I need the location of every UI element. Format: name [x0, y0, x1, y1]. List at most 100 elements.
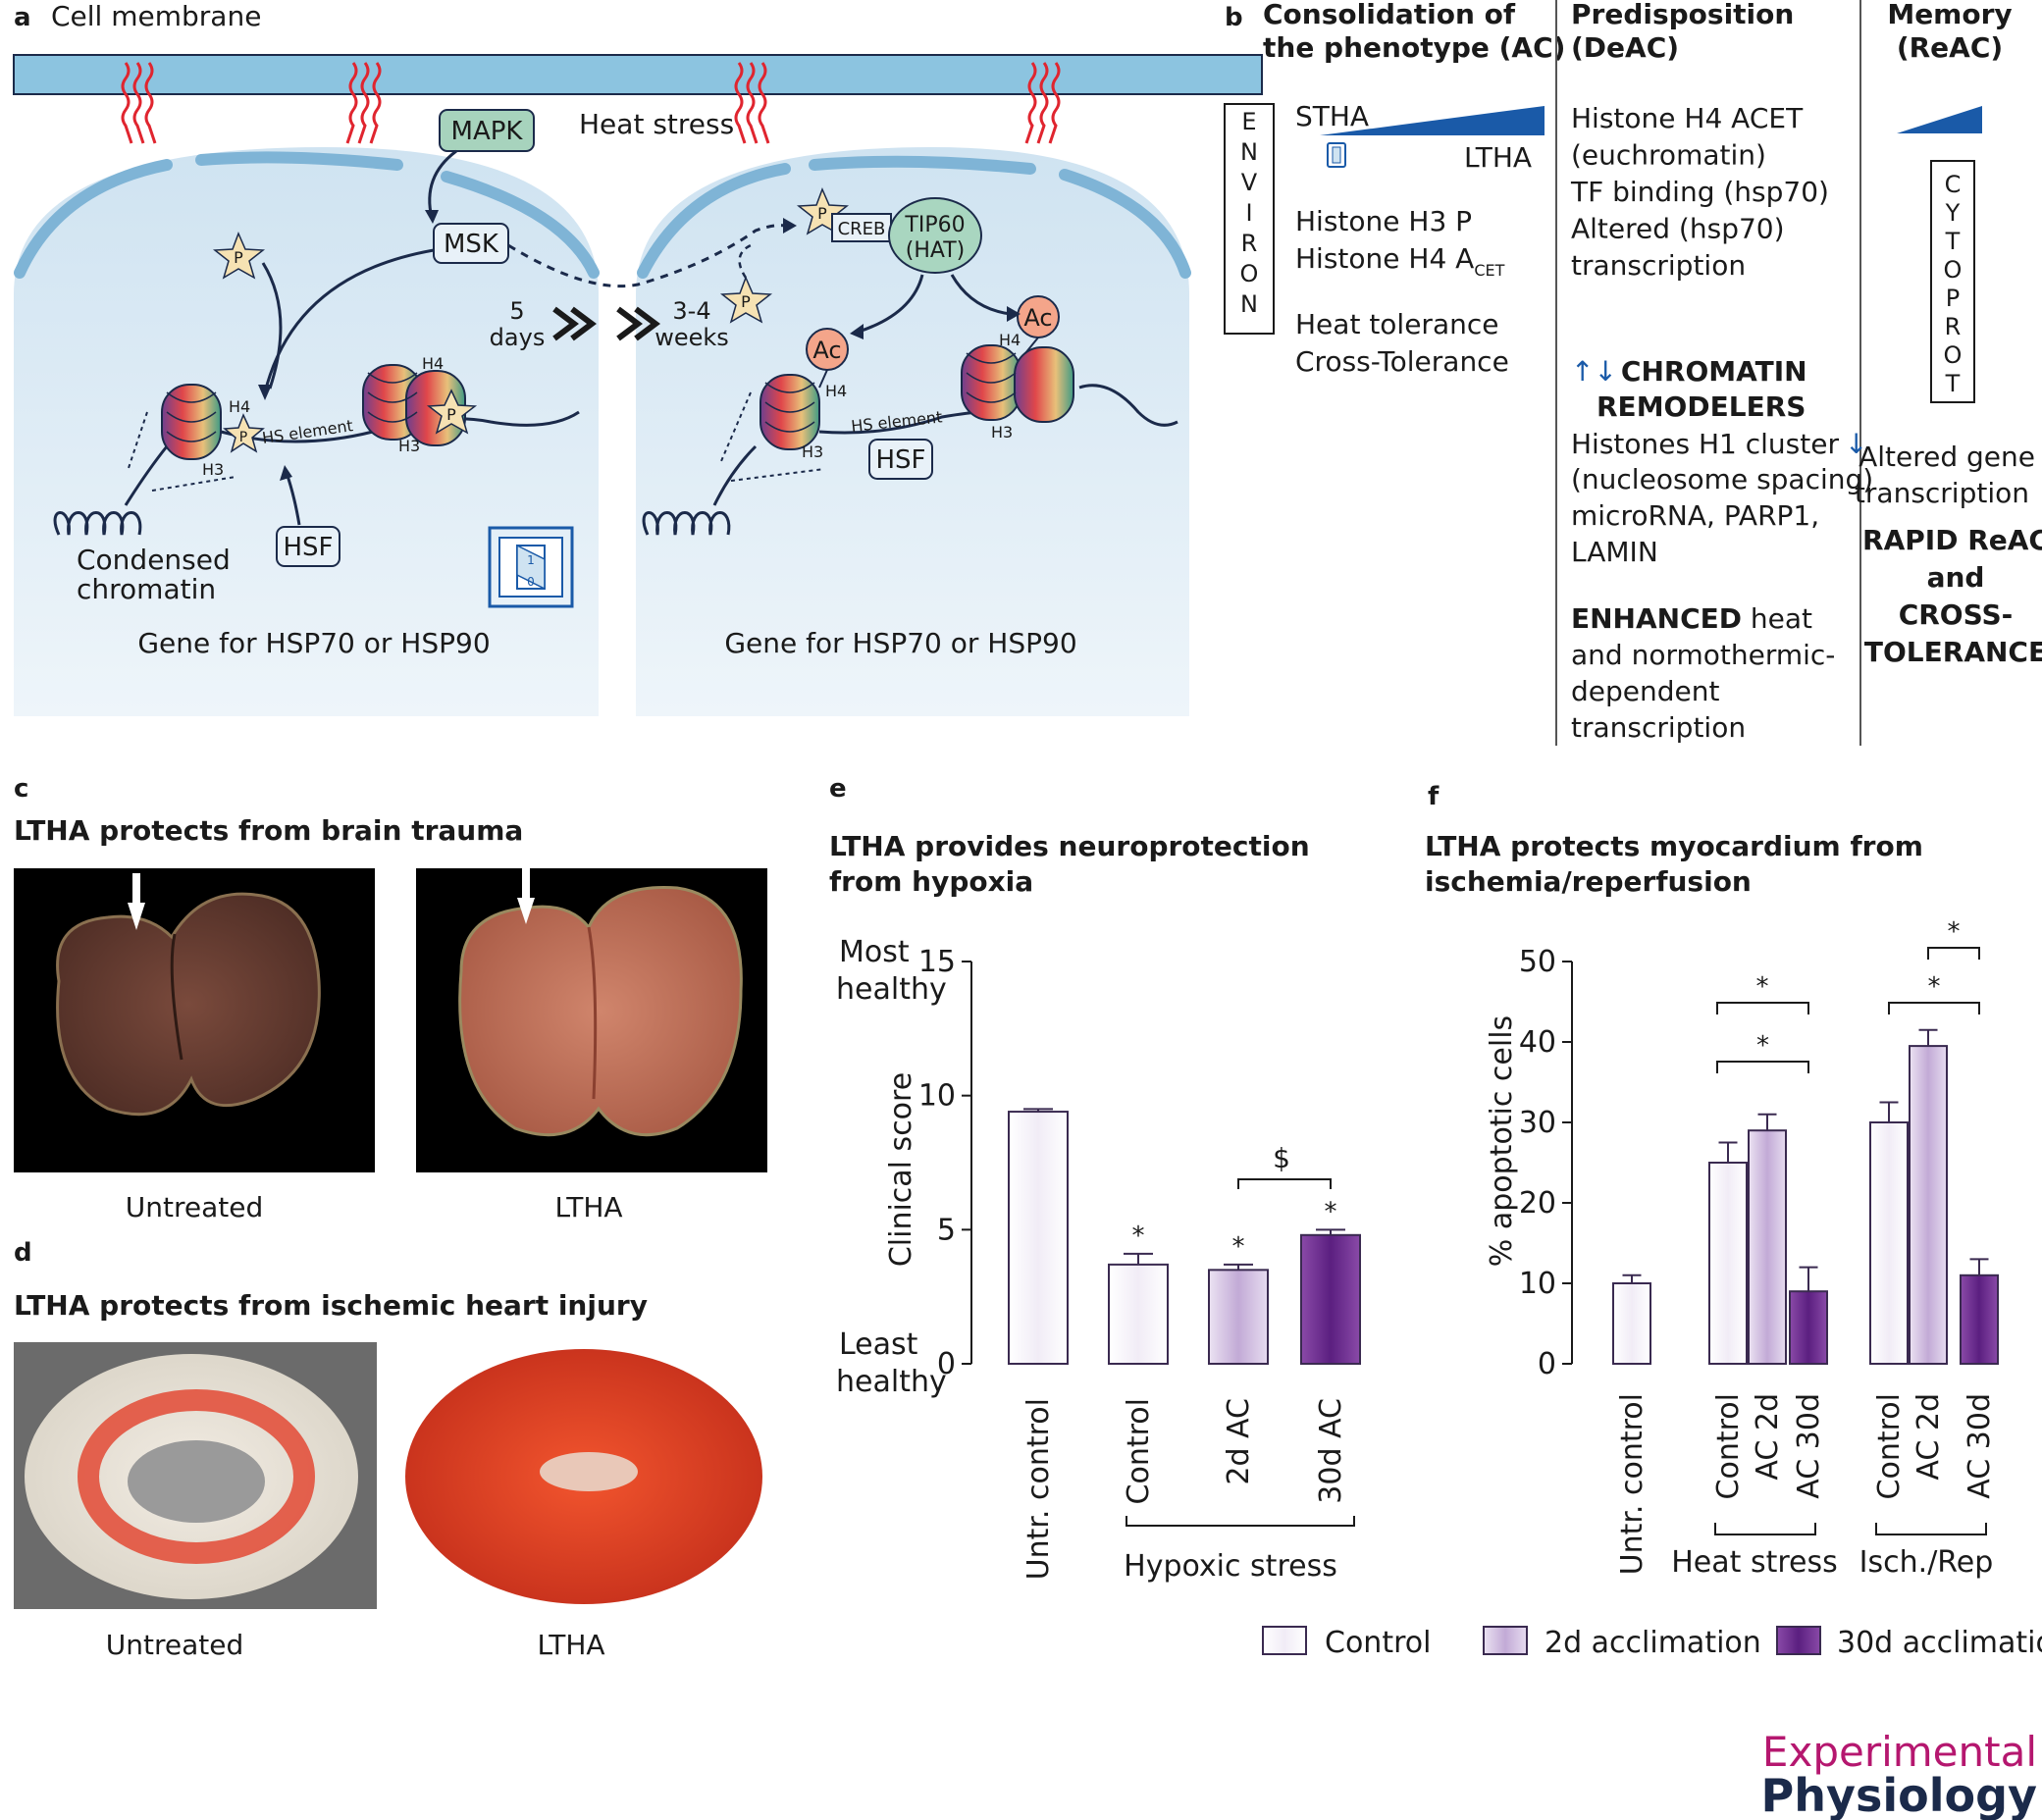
environ-letter: N — [1240, 290, 1258, 318]
svg-text:HSF: HSF — [283, 533, 333, 562]
svg-text:H4: H4 — [422, 354, 444, 373]
chevron-right-icon — [552, 306, 660, 341]
x-tick-label: Control — [1872, 1393, 1907, 1499]
gene-right-label: Gene for HSP70 or HSP90 — [724, 627, 1076, 659]
enhanced-line: and normothermic- — [1571, 639, 1835, 671]
y-tick-label: 0 — [1538, 1347, 1556, 1381]
chart-e-ylabel: Clinical score — [884, 1072, 918, 1267]
bar — [1748, 1129, 1787, 1365]
creb-box — [831, 213, 892, 242]
cytoprot-letter: O — [1944, 341, 1963, 369]
panel-a: a Cell membrane — [13, 0, 1263, 716]
phospho-star-icon: P — [212, 232, 266, 280]
col2-title-2: (DeAC) — [1571, 31, 1679, 64]
panel-e-letter: e — [829, 774, 847, 804]
svg-text:Ac: Ac — [1023, 304, 1052, 332]
svg-text:Untreated: Untreated — [126, 1191, 263, 1223]
phospho-star-icon: P — [719, 276, 773, 324]
y-tick-label: 50 — [1519, 945, 1556, 979]
bar — [1869, 1121, 1909, 1365]
left-cell-membrane-arc — [14, 159, 173, 279]
legend-swatch-30d — [1776, 1626, 1821, 1655]
right-cell — [636, 147, 1189, 716]
enhanced-line: dependent — [1571, 675, 1719, 707]
chart-f-ylabel: % apoptotic cells — [1485, 1015, 1519, 1267]
rapid-line: TOLERANCE — [1864, 636, 2042, 668]
significance-bracket — [1716, 1002, 1809, 1014]
y-tick-label: 10 — [918, 1079, 956, 1114]
heat-stress-label: Heat stress — [579, 108, 734, 140]
cytoprot-letter: T — [1945, 228, 1961, 255]
down-arrow-icon — [517, 898, 535, 924]
svg-text:P: P — [446, 405, 456, 424]
significance-bracket — [1927, 947, 1980, 960]
y-tick-label: 10 — [1519, 1267, 1556, 1301]
msk-dashed-arrow — [507, 224, 786, 288]
chart-e-group-label: Hypoxic stress — [1124, 1549, 1337, 1584]
svg-text:P: P — [741, 292, 751, 311]
col2-lines: Histone H4 ACET(euchromatin)TF binding (… — [1570, 102, 1829, 282]
panel-e: e LTHA provides neuroprotection from hyp… — [829, 774, 1361, 1584]
left-chromatin: H4 H3 HS element H4 H3 P P — [53, 354, 580, 536]
legend-swatch-2d — [1483, 1626, 1528, 1655]
bar — [1108, 1263, 1169, 1366]
col2-line: Histone H4 ACET — [1571, 102, 1804, 134]
bar — [1960, 1274, 1999, 1366]
col2-lines2: (nucleosome spacing)microRNA, PARP1,LAMI… — [1571, 463, 1873, 568]
panel-d-letter: d — [14, 1238, 32, 1268]
svg-text:REMODELERS: REMODELERS — [1597, 390, 1806, 423]
svg-text:H3: H3 — [398, 437, 420, 455]
significance-marker: * — [1756, 1031, 1769, 1061]
group-bracket — [1714, 1523, 1816, 1535]
phospho-star-icon: P — [426, 389, 478, 435]
rapid-line: RAPID ReAC — [1862, 524, 2042, 556]
msk-label: MSK — [444, 230, 499, 259]
svg-text:LTHA: LTHA — [537, 1629, 604, 1661]
cytoprot-box — [1930, 160, 1975, 403]
svg-text:CREB: CREB — [838, 219, 886, 239]
svg-text:H3: H3 — [991, 423, 1013, 442]
mapk-label: MAPK — [451, 117, 524, 146]
bar — [1789, 1290, 1828, 1365]
y-tick-label: 0 — [937, 1347, 956, 1381]
x-tick-label: Untr. control — [1021, 1398, 1056, 1580]
environ-letter: V — [1241, 169, 1258, 196]
x-tick-label: Control — [1122, 1398, 1156, 1504]
svg-text:TIP60: TIP60 — [904, 213, 965, 237]
svg-text:STHA: STHA — [1295, 100, 1369, 132]
x-tick-label: AC 2d — [1911, 1393, 1946, 1481]
msk-box — [433, 223, 509, 264]
y-tick-label: 40 — [1519, 1025, 1556, 1060]
svg-text:transcription: transcription — [1855, 477, 2029, 509]
chart-e-dollar: $ — [1273, 1142, 1290, 1174]
panel-c: c LTHA protects from brain trauma Untrea… — [14, 774, 767, 1223]
y-tick-label: 15 — [918, 945, 956, 979]
days-number: 5 — [509, 297, 524, 325]
group-bracket — [1126, 1516, 1355, 1527]
phospho-star-icon: P — [223, 413, 265, 453]
tip60-hat — [888, 197, 982, 274]
panel-f-letter: f — [1428, 782, 1440, 811]
significance-marker: * — [1948, 917, 1961, 947]
svg-text:Heat tolerance: Heat tolerance — [1295, 308, 1498, 340]
significance-marker: * — [1928, 972, 1941, 1002]
significance-marker: * — [1325, 1197, 1337, 1226]
svg-text:LTHA: LTHA — [1464, 141, 1532, 174]
stha-ltha-triangle — [1320, 106, 1545, 135]
cytoprot-letter: C — [1945, 171, 1962, 198]
group-bracket — [1875, 1523, 1987, 1535]
bar — [1909, 1045, 1948, 1365]
svg-text:Histone H3 P: Histone H3 P — [1295, 205, 1472, 237]
x-tick-label: Control — [1711, 1393, 1746, 1499]
days-label: days — [490, 324, 546, 351]
nucleosome-left — [161, 384, 222, 460]
cytoprot-letter: T — [1945, 370, 1961, 397]
right-chromatin: H4 H3 HS element H4 H3 — [642, 331, 1178, 536]
chart-f-group1-label: Heat stress — [1671, 1545, 1837, 1580]
rapid-line: and — [1927, 561, 1985, 594]
significance-bracket — [1716, 1061, 1809, 1073]
reac-triangle — [1897, 106, 1982, 133]
